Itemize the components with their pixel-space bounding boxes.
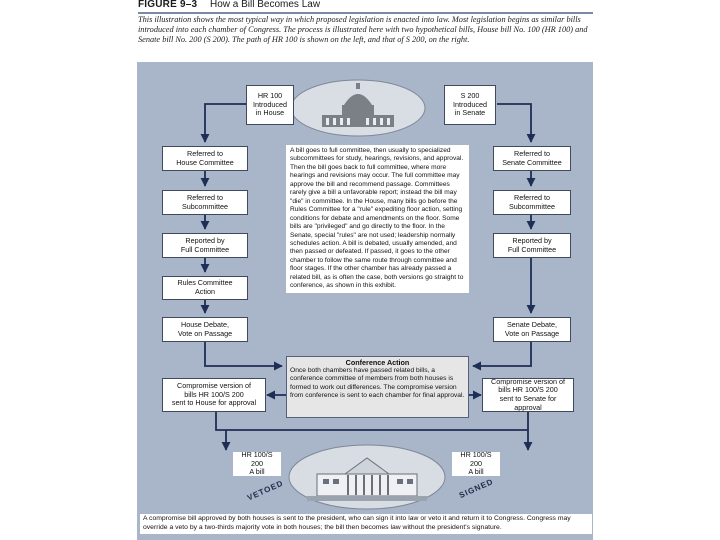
arrow-senate-intro: [497, 104, 531, 142]
arrow-house-intro: [205, 104, 246, 142]
committee-description: A bill goes to full committee, then usua…: [286, 145, 469, 293]
senate-debate-box: Senate Debate,Vote on Passage: [493, 317, 571, 342]
arrow-senate-to-conf: [473, 342, 531, 366]
white-house-image: [287, 444, 447, 510]
house-debate-box: House Debate,Vote on Passage: [162, 317, 248, 342]
figure-footer: A compromise bill approved by both house…: [140, 514, 592, 534]
conference-text: Once both chambers have passed related b…: [287, 367, 468, 401]
conference-action-box: Conference Action Once both chambers hav…: [286, 356, 469, 418]
capitol-image: [290, 79, 426, 137]
arrow-house-to-conf: [205, 342, 282, 366]
conference-title: Conference Action: [287, 357, 468, 367]
